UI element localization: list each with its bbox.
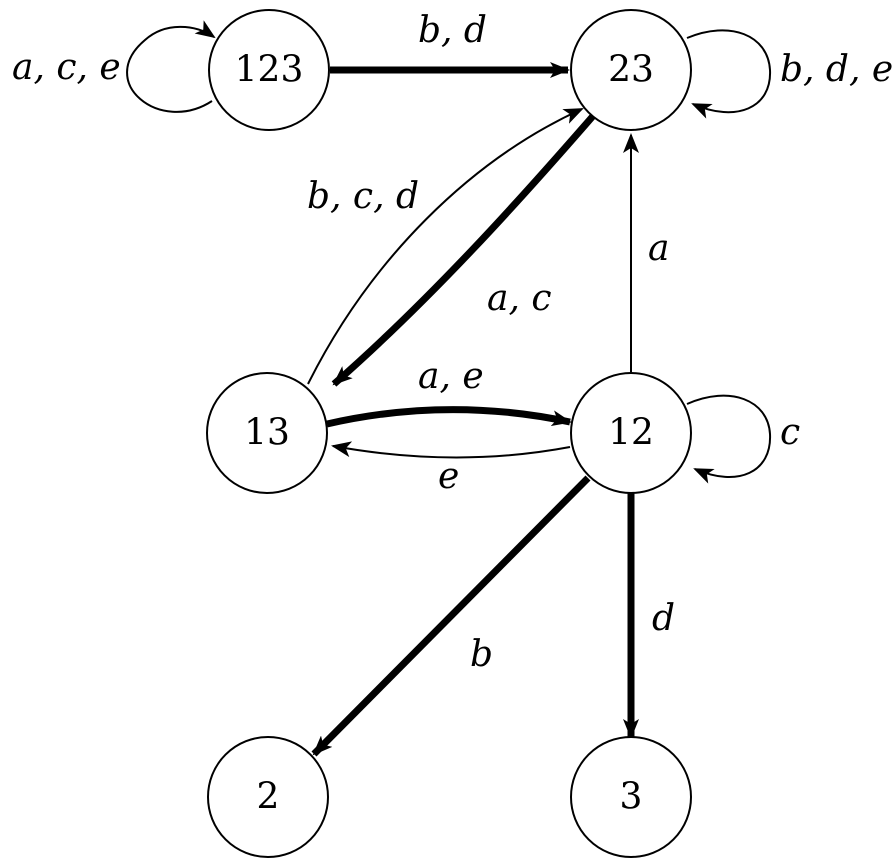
- node-3-label: 3: [620, 777, 643, 818]
- node-3: 3: [570, 736, 692, 858]
- label-12-to-3: d: [652, 598, 675, 639]
- edge-loop-12: [686, 394, 772, 484]
- edge-loop-123: [126, 20, 216, 113]
- label-loop-23: b, d, e: [780, 49, 892, 90]
- edge-23-to-13: [331, 113, 596, 387]
- nodes: 123 23 13 12 2 3: [206, 9, 692, 858]
- node-12-label: 12: [608, 413, 654, 454]
- node-23-label: 23: [608, 50, 654, 91]
- node-13: 13: [206, 372, 328, 494]
- node-123: 123: [208, 9, 330, 131]
- node-2-label: 2: [257, 777, 280, 818]
- edge-loop-23: [686, 29, 772, 119]
- label-12-to-2: b: [470, 634, 493, 675]
- label-23-to-13: a, c: [487, 278, 552, 319]
- edge-13-to-12: [326, 406, 572, 428]
- edges: [126, 20, 772, 757]
- edge-12-to-2: [311, 475, 591, 757]
- node-13-label: 13: [244, 413, 290, 454]
- label-loop-12: c: [780, 412, 800, 453]
- node-2: 2: [207, 736, 329, 858]
- edge-labels: a, c, e b, d b, d, e b, c, d a, c a a, e…: [12, 10, 892, 675]
- label-123-to-23: b, d: [418, 10, 487, 51]
- edge-12-to-13: [331, 441, 571, 459]
- node-123-label: 123: [235, 50, 304, 91]
- node-12: 12: [570, 372, 692, 494]
- label-12-to-13: e: [438, 456, 459, 497]
- label-13-to-12: a, e: [418, 356, 484, 397]
- label-loop-123: a, c, e: [12, 47, 121, 88]
- label-12-to-23: a: [648, 228, 669, 269]
- node-23: 23: [570, 9, 692, 131]
- label-13-to-23: b, c, d: [307, 176, 419, 217]
- edge-13-to-23: [307, 108, 584, 385]
